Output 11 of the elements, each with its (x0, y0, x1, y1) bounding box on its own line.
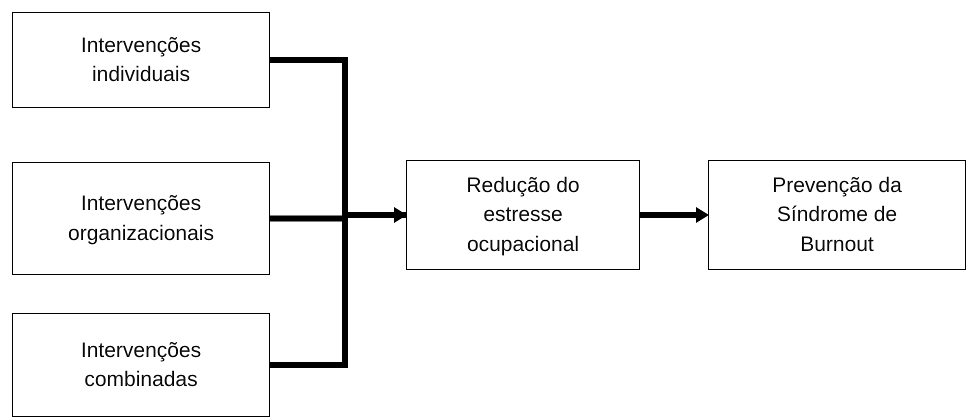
process-box (708, 160, 966, 270)
box-label: Prevenção da Síndrome de Burnout (771, 172, 903, 258)
box-label: Intervenções individuais (80, 32, 202, 88)
process-box (406, 160, 640, 270)
connector-arrow (640, 207, 709, 223)
process-box (12, 12, 270, 108)
process-box (12, 162, 270, 275)
process-box (12, 313, 270, 417)
box-label: Redução do estresse ocupacional (465, 172, 581, 258)
box-label: Intervenções combinadas (80, 338, 202, 393)
box-label: Intervenções organizacionais (67, 191, 215, 246)
